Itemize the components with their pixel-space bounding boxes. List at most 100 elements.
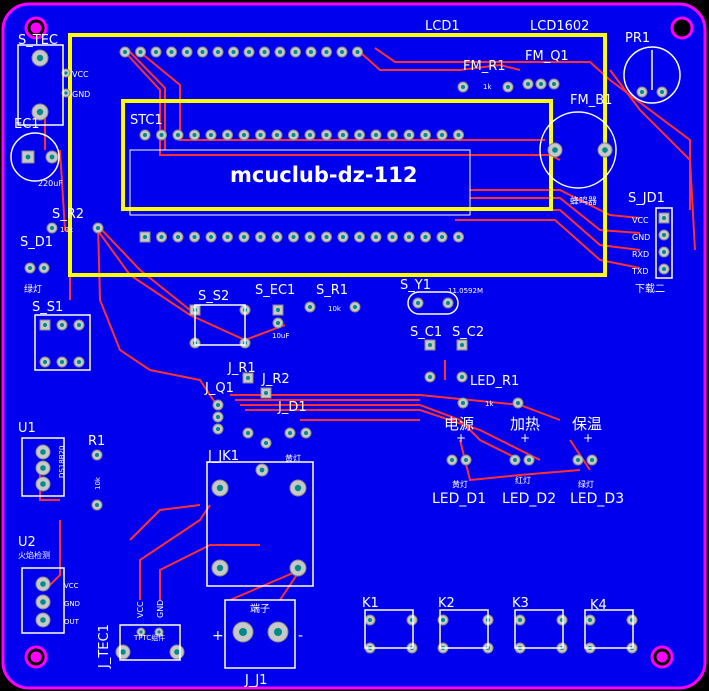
label-s-s1: S_S1 [32, 300, 63, 315]
s-tec-pin-hole [64, 71, 68, 75]
label-s-r1-val: 10k [328, 305, 342, 313]
lcd-pin-pad-hole [340, 50, 344, 54]
lcd-pin-pad-hole [123, 50, 127, 54]
s-s1-outline [34, 314, 91, 371]
s-s1-pad-hole [43, 360, 47, 364]
stc1-pin-pad-hole [423, 133, 428, 137]
label-led-r1: LED_R1 [470, 374, 519, 389]
led-r1-pad-hole [516, 401, 520, 405]
s-jd1-pad-hole [662, 216, 666, 220]
fm-b1-pad-hole [602, 147, 608, 153]
key-pad-hole [588, 618, 592, 622]
j-jk1-pad-hole [216, 564, 224, 572]
label-s-c2: S_C2 [452, 325, 484, 340]
label-r1-val: 10k [94, 476, 102, 490]
led-d2-pad-hole [527, 458, 531, 462]
stc1-pin-pad-hole [324, 235, 329, 239]
u2-pad-hole [40, 599, 46, 605]
pr1-pad-hole [640, 90, 644, 94]
s-jd1-pad-hole [662, 233, 666, 237]
label-j-r1: J_R1 [227, 361, 256, 376]
label-tec-gnd: GND [156, 600, 165, 618]
s-ec1-pad-hole [276, 321, 280, 325]
u2-pad-hole [40, 617, 46, 623]
s-c1-pad-hole [428, 375, 432, 379]
label-jd-gnd: GND [632, 233, 650, 242]
stc1-pin-pad-hole [258, 235, 263, 239]
label-ec1: EC1 [14, 117, 40, 132]
label-u2-gnd: GND [64, 600, 80, 608]
s-s1-pad-hole [60, 323, 64, 327]
copper-traces [39, 47, 696, 601]
j-jk1-pad-hole [294, 484, 302, 492]
label-lcd1: LCD1 [425, 19, 460, 34]
label-led-d2-note: 红灯 [515, 475, 531, 485]
j-tec1-pad-hole [174, 649, 180, 655]
label-j-r2: J_R2 [261, 372, 290, 387]
label-fm-r1-val: 1k [483, 83, 492, 91]
label-jd-rxd: RXD [632, 250, 649, 259]
label-u2-vcc: VCC [64, 582, 79, 590]
label-ec1-val: 220uF [38, 179, 63, 188]
label-s-s2: S_S2 [198, 289, 229, 304]
led-r1-pad-hole [461, 401, 465, 405]
lcd-pin-pad-hole [231, 50, 236, 54]
ec1-pad-hole [25, 154, 31, 160]
stc1-pin-pad-hole [308, 235, 312, 239]
stc1-pin-pad-hole [176, 133, 180, 137]
stc1-pin-pad-hole [225, 235, 230, 239]
label-jj1-plus: + [212, 628, 224, 644]
fm-q1-pad-hole [526, 82, 530, 86]
s-r1-pad-hole [353, 305, 357, 309]
j-q1-pad-hole [216, 427, 220, 431]
s-ec1-pad-hole [276, 308, 280, 312]
stc1-pin-pad-hole [291, 235, 296, 239]
k1-outline [364, 609, 414, 649]
pr1-pad-hole [660, 90, 664, 94]
s-r2-pad-hole [96, 226, 100, 230]
lcd-pin-pad-hole [355, 50, 360, 54]
label-led-d1: LED_D1 [432, 491, 486, 507]
led-d1-pad-hole [450, 458, 454, 462]
ec1-outline [10, 132, 60, 182]
label-led-d3: LED_D3 [570, 491, 624, 507]
s-jd1-pad-hole [662, 250, 666, 254]
s-d1-pad-hole [28, 266, 32, 270]
u2-pad-hole [40, 581, 46, 587]
lcd-pin-pad-hole [154, 50, 158, 54]
lcd-pin-pad-hole [309, 50, 313, 54]
label-led-d2: LED_D2 [502, 491, 556, 507]
j-r2-pad-hole [264, 391, 268, 395]
label-j-jk1: J_JK1 [207, 449, 239, 464]
label-k4: K4 [590, 598, 607, 613]
j-tec1-pad-hole [120, 649, 126, 655]
led-d3-pad-hole [576, 458, 580, 462]
stc1-pin-pad-hole [341, 133, 345, 137]
s-y1-pad-hole [446, 301, 450, 305]
fm-r1-pad-hole [506, 85, 510, 89]
stc1-pin-pad-hole [143, 235, 147, 239]
label-jd-vcc: VCC [632, 216, 649, 225]
label-k2: K2 [438, 596, 455, 611]
label-plus-3: + [583, 431, 593, 445]
stc1-pin-pad-hole [291, 133, 296, 137]
fm-q1-pad-hole [552, 82, 556, 86]
stc1-pin-pad-hole [275, 235, 279, 239]
label-jj1-minus: - [298, 628, 303, 644]
label-j-d1-note: 黄灯 [285, 453, 301, 463]
s-jd1-outline [655, 207, 673, 279]
lcd-pin-pad-hole [247, 50, 251, 54]
lcd-pin-pad-hole [185, 50, 189, 54]
fm-b1-outline [539, 111, 617, 189]
stc1-pin-pad-hole [308, 133, 312, 137]
u1-pad-hole [40, 481, 46, 487]
k3-outline [514, 609, 564, 649]
label-jj1-note: 端子 [250, 602, 270, 615]
s-y1-outline [407, 291, 459, 315]
r1-pad-hole [95, 453, 99, 457]
j-tec1-pin-hole [157, 630, 161, 634]
stc1-pin-pad-hole [192, 133, 197, 137]
label-s-ec1-val: 10uF [272, 332, 289, 340]
fm-b1-pad-hole [552, 147, 558, 153]
